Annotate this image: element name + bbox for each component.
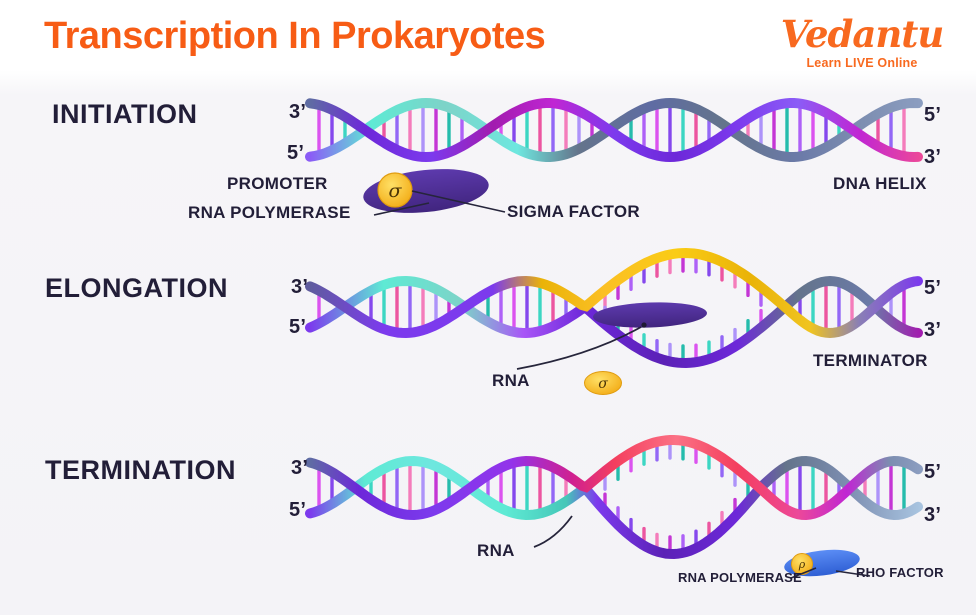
dna-strand-a (305, 435, 923, 521)
termination-rna-polymerase-blob: ρ (784, 549, 860, 577)
dna-strand-a (305, 247, 923, 339)
sigma-factor-pointer-line (411, 190, 506, 213)
rna-polymerase-label: RNA POLYMERASE (188, 203, 351, 222)
helix-layer (305, 97, 923, 560)
vedantu-logo-text: Vedantu (780, 12, 945, 56)
dna-strand-b (305, 455, 923, 560)
section-title-initiation: INITIATION (52, 99, 198, 129)
section-title-termination: TERMINATION (45, 455, 236, 485)
vedantu-logo: Vedantu Learn LIVE Online (778, 12, 946, 71)
rho-factor-label: RHO FACTOR (856, 565, 944, 580)
page-title: Transcription In Prokaryotes (44, 15, 546, 57)
dna-strand-b (305, 97, 923, 162)
elongation-left-3prime: 3’ (291, 276, 309, 298)
initiation-rna-polymerase-blob: σ (363, 169, 489, 213)
termination-left-3prime: 3’ (291, 457, 309, 479)
rho-factor-icon (791, 553, 813, 575)
sigma-factor-label: SIGMA FACTOR (507, 202, 640, 221)
elongation-left-5prime: 5’ (289, 316, 307, 338)
termination-right-5prime: 5’ (924, 461, 942, 483)
vedantu-logo-tagline: Learn LIVE Online (806, 56, 918, 70)
termination-right-3prime: 3’ (924, 504, 942, 526)
rna-pointer-dot (641, 322, 647, 328)
rho-factor-pointer-line (835, 570, 871, 577)
dna-helix-init (305, 97, 923, 163)
rna-pointer-curve-termination (533, 515, 573, 548)
initiation-left-5prime: 5’ (287, 142, 305, 164)
rna-polymerase-pointer-line-bottom (790, 567, 817, 579)
initiation-right-5prime: 5’ (924, 104, 942, 126)
terminator-label: TERMINATOR (813, 351, 928, 370)
dna-strand-b (305, 275, 923, 369)
rna-label-termination: RNA (477, 541, 515, 560)
sigma-factor-icon (584, 371, 622, 395)
sigma-factor-icon (377, 172, 413, 208)
dna-helix-term (305, 435, 923, 560)
elongation-rna-polymerase-blob (593, 302, 707, 328)
dna-strand-a (305, 98, 923, 163)
initiation-left-3prime: 3’ (289, 101, 307, 123)
section-title-elongation: ELONGATION (45, 273, 228, 303)
promoter-label: PROMOTER (227, 174, 328, 193)
initiation-right-3prime: 3’ (924, 146, 942, 168)
sigma-symbol: σ (598, 376, 608, 392)
rna-polymerase-label-bottom: RNA POLYMERASE (678, 570, 802, 585)
rna-label-elongation: RNA (492, 371, 530, 390)
elongation-right-3prime: 3’ (924, 319, 942, 341)
elongation-right-5prime: 5’ (924, 277, 942, 299)
dna-helix-label: DNA HELIX (833, 174, 927, 193)
rho-symbol: ρ (798, 558, 806, 571)
rna-polymerase-pointer-line (373, 202, 430, 216)
sigma-symbol: σ (389, 180, 403, 202)
released-sigma-factor: σ (584, 371, 622, 395)
termination-left-5prime: 5’ (289, 499, 307, 521)
rna-pointer-curve-elongation (516, 326, 642, 370)
dna-helix-elon (305, 247, 923, 369)
